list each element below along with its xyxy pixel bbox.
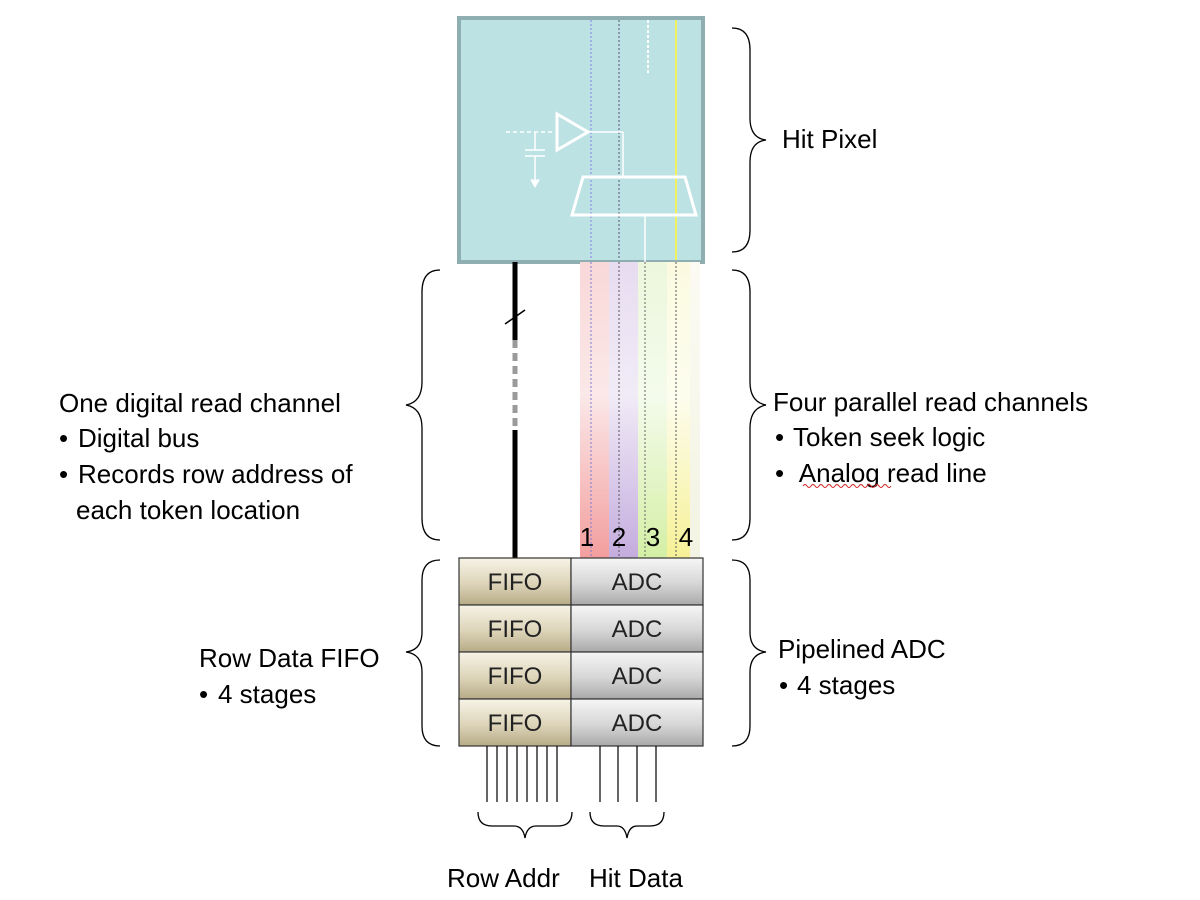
fifo-adc-block: FIFO FIFO FIFO FIFO ADC ADC ADC ADC [458,557,704,747]
row-addr-output-lines [486,746,558,802]
multiplexer-icon [570,175,698,262]
left-bullet-marker: • [59,423,68,453]
fifo-brace [405,559,441,747]
adc-cell [570,651,704,700]
parallel-channels [580,262,700,558]
hit-pixel-label: Hit Pixel [782,124,877,154]
adc-cell-label: ADC [612,569,663,596]
right-bullet-analog-read: Analog read line [793,458,987,488]
right-bullet-marker: • [775,458,784,488]
bus-width-slash [504,309,526,325]
left-bullet-digital-bus: Digital bus [78,423,199,453]
adc-bullet-marker: • [779,670,788,700]
fifo-cell [458,651,572,700]
left-bullet-token-location: each token location [76,495,300,525]
adc-cell [570,604,704,653]
digital-bus [504,262,526,558]
channel-strip-4 [667,262,690,558]
fifo-cell-label: FIFO [488,569,543,596]
adc-bullet-stages: 4 stages [797,670,895,700]
left-channel-brace [405,269,441,541]
hit-data-label: Hit Data [589,863,683,893]
fifo-cell-label: FIFO [488,616,543,643]
channel-number-4: 4 [679,522,693,552]
adc-cell-label: ADC [612,710,663,737]
row-addr-brace [477,811,573,839]
adc-cell [570,557,704,606]
adc-brace [731,559,767,747]
fifo-cell [458,698,572,747]
channel-number-1: 1 [580,522,594,552]
right-bullet-marker: • [775,422,784,452]
right-channels-brace [731,269,767,541]
right-channels-title: Four parallel read channels [773,387,1088,417]
hit-pixel-box [457,16,705,264]
hit-data-brace [589,811,665,839]
left-bullet-marker: • [59,459,68,489]
hit-pixel-brace [731,27,767,253]
adc-title: Pipelined ADC [778,634,946,664]
row-addr-label: Row Addr [447,863,560,893]
channel-number-2: 2 [612,522,626,552]
fifo-bullet-stages: 4 stages [218,679,316,709]
channel-strip-3 [638,262,667,558]
left-bullet-records-row: Records row address of [78,459,353,489]
amplifier-icon [506,111,624,189]
channel-strip-2 [609,262,638,558]
fifo-cell-label: FIFO [488,663,543,690]
spellcheck-word: Analog [799,458,880,488]
fifo-bullet-marker: • [199,679,208,709]
channel-number-3: 3 [646,522,660,552]
adc-cell-label: ADC [612,663,663,690]
right-bullet-token-seek: Token seek logic [793,422,985,452]
fifo-cell [458,557,572,606]
fifo-cell-label: FIFO [488,710,543,737]
spellcheck-underline [802,484,892,488]
fifo-title: Row Data FIFO [199,643,380,673]
hit-data-output-lines [599,746,657,802]
adc-cell-label: ADC [612,616,663,643]
channel-strip-1 [580,262,609,558]
left-channel-title: One digital read channel [59,388,341,418]
